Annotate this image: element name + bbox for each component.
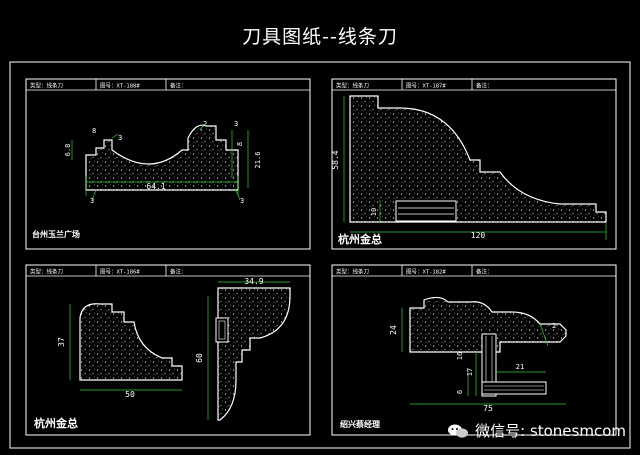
panel-border <box>331 264 617 436</box>
wechat-icon <box>447 423 469 439</box>
panel-label: 绍兴蔡经理 <box>339 419 380 429</box>
panel-type: 类型：线条刀 <box>30 268 63 276</box>
panel-bottom-left: 类型：线条刀 图号：XT-186# 备注： 37 50 34.9 60 杭州金总 <box>25 264 311 436</box>
dim-50: 50 <box>125 390 135 399</box>
profile-left <box>79 303 183 381</box>
dim-8-a: 8 <box>92 127 96 135</box>
dim-6: 6 <box>456 390 464 394</box>
panel-drawing-no: 图号：XT-182# <box>406 268 446 276</box>
panel-remark: 备注： <box>476 82 493 90</box>
dim-10: 10 <box>370 208 378 216</box>
dim-58-4: 58.4 <box>331 150 340 169</box>
dim-16: 16 <box>456 352 464 360</box>
dim-60: 60 <box>195 353 204 363</box>
dim-37: 37 <box>57 337 66 347</box>
panel-border <box>25 78 311 250</box>
panel-border <box>331 78 617 250</box>
profile-shape <box>85 124 239 191</box>
panel-label: 杭州金总 <box>34 416 78 430</box>
dim-21: 21 <box>516 363 524 371</box>
panel-border <box>25 264 311 436</box>
panel-drawing-no: 图号：XT-188# <box>100 82 140 90</box>
panel-top-right: 类型：线条刀 图号：XT-187# 备注： 58.4 10 120 杭州金总 <box>331 78 617 250</box>
dim-64-1: 64.1 <box>146 182 165 191</box>
insert-post <box>481 333 497 397</box>
watermark-text: 微信号: stonesmcom <box>475 422 626 440</box>
dim-17: 17 <box>466 368 474 376</box>
profile-right <box>217 287 291 421</box>
watermark: 微信号: stonesmcom <box>447 420 626 441</box>
dim-6-8: 6.8 <box>64 144 72 157</box>
insert-block <box>395 200 457 222</box>
insert-base <box>481 381 547 395</box>
dim-3-d: 3 <box>240 197 244 205</box>
panel-type: 类型：线条刀 <box>336 82 369 90</box>
insert-block <box>215 317 229 343</box>
panel-top-left: 类型：线条刀 图号：XT-188# 备注： 64.1 8 3 2 <box>25 78 311 250</box>
panel-remark: 备注： <box>170 82 187 90</box>
dim-2: 2 <box>203 120 207 128</box>
dim-34-9: 34.9 <box>244 277 263 286</box>
dim-8-b: 8 <box>236 142 244 146</box>
dim-120: 120 <box>471 231 486 240</box>
dim-3-b: 3 <box>234 120 238 128</box>
panel-drawing-no: 图号：XT-187# <box>406 82 446 90</box>
dim-24: 24 <box>389 325 398 335</box>
panel-bottom-right: 类型：线条刀 图号：XT-182# 备注： 24 2 17 16 21 <box>331 264 617 436</box>
dim-3-c: 3 <box>90 197 94 205</box>
panel-type: 类型：线条刀 <box>336 268 369 276</box>
profile-shape <box>349 95 607 223</box>
panel-remark: 备注： <box>476 268 493 276</box>
panel-label: 台州玉兰广场 <box>32 229 80 239</box>
dim-75: 75 <box>483 404 493 413</box>
panel-drawing-no: 图号：XT-186# <box>100 268 140 276</box>
dim-21-6: 21.6 <box>254 152 262 169</box>
dim-3-a: 3 <box>118 134 122 142</box>
dim-2: 2 <box>552 322 556 330</box>
outer-frame <box>9 61 631 449</box>
panel-label: 杭州金总 <box>338 232 382 246</box>
panel-remark: 备注： <box>170 268 187 276</box>
sheet-title: 刀具图纸--线条刀 <box>242 26 398 48</box>
panel-type: 类型：线条刀 <box>30 82 63 90</box>
